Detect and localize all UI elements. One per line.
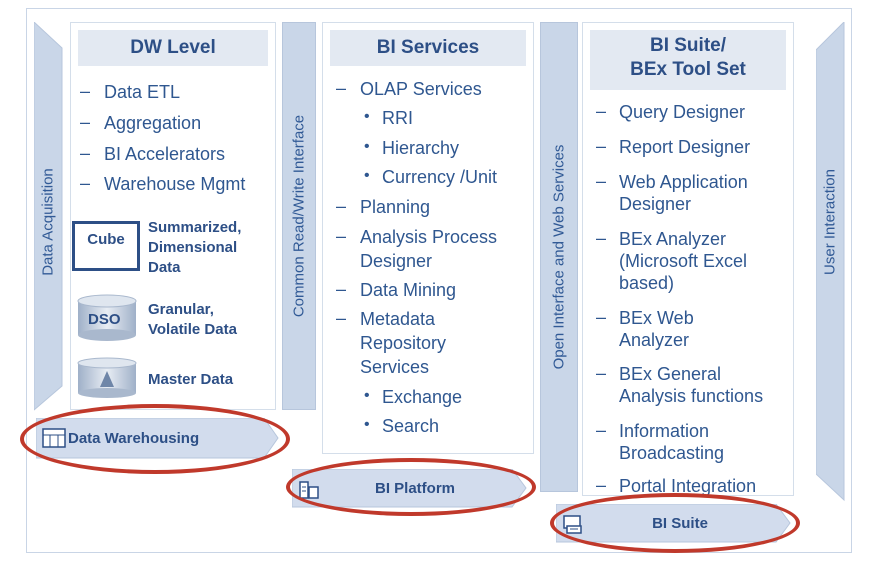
dso-cylinder-icon <box>77 294 137 341</box>
dash-icon: – <box>80 81 91 101</box>
suite-item-portal: Portal Integration <box>619 476 757 496</box>
cube-icon: Cube <box>72 221 140 271</box>
data-acquisition-label: Data Acquisition <box>39 168 57 276</box>
suite-item-general-2: Analysis functions <box>619 386 764 406</box>
bullet-icon: • <box>364 138 370 155</box>
bi-suite-panel <box>582 22 794 496</box>
bi-item-meta-2: Repository <box>360 333 447 353</box>
bullet-icon: • <box>364 108 370 125</box>
dash-icon: – <box>596 136 607 156</box>
user-interaction-label: User Interaction <box>821 169 839 275</box>
bi-item-currency: Currency /Unit <box>382 167 498 187</box>
bi-suite-title-2: BEx Tool Set <box>630 59 746 80</box>
user-interaction-arrow <box>816 22 845 502</box>
bi-item-apd-1: Analysis Process <box>360 227 498 247</box>
cube-text-1: Summarized, <box>148 219 242 236</box>
dash-icon: – <box>596 475 607 495</box>
dash-icon: – <box>336 78 347 98</box>
suite-item-general-1: BEx General <box>619 364 722 384</box>
bi-suite-title-1: BI Suite/ <box>649 35 726 56</box>
suite-item-web-app-2: Designer <box>619 194 692 214</box>
suite-item-broadcasting-2: Broadcasting <box>619 443 725 463</box>
suite-item-report: Report Designer <box>619 137 751 157</box>
dash-icon: – <box>596 307 607 327</box>
dash-icon: – <box>596 171 607 191</box>
dash-icon: – <box>596 101 607 121</box>
suite-item-analyzer-3: based) <box>619 273 675 293</box>
bi-item-mining: Data Mining <box>360 280 457 300</box>
suite-item-web-app-1: Web Application <box>619 172 748 192</box>
suite-item-analyzer-1: BEx Analyzer <box>619 229 727 249</box>
bi-item-olap: OLAP Services <box>360 79 482 99</box>
dw-item-etl: Data ETL <box>104 82 181 102</box>
suite-item-query: Query Designer <box>619 102 746 122</box>
bi-suite-title: BI Suite/ BEx Tool Set <box>590 30 786 90</box>
bi-item-rri: RRI <box>382 108 413 128</box>
bi-item-meta-1: Metadata <box>360 309 436 329</box>
cube-label: Cube <box>87 231 125 248</box>
bullet-icon: • <box>364 387 370 404</box>
dw-item-warehouse-mgmt: Warehouse Mgmt <box>104 174 246 194</box>
cube-text-2: Dimensional <box>148 239 238 256</box>
bi-platform-highlight <box>286 458 536 516</box>
bi-services-panel <box>322 22 534 454</box>
master-data-text: Master Data <box>148 371 234 388</box>
common-interface-bar: Common Read/Write Interface <box>282 22 316 410</box>
dash-icon: – <box>336 308 347 328</box>
bi-services-title: BI Services <box>330 30 526 66</box>
dash-icon: – <box>596 363 607 383</box>
suite-item-broadcasting-1: Information <box>619 421 710 441</box>
diagram-frame <box>26 8 852 553</box>
data-warehousing-highlight <box>20 404 290 474</box>
suite-item-web-analyzer-2: Analyzer <box>619 330 690 350</box>
bi-suite-highlight <box>550 493 800 553</box>
dw-level-panel <box>70 22 276 410</box>
dash-icon: – <box>336 279 347 299</box>
dash-icon: – <box>596 420 607 440</box>
master-data-icon <box>77 357 137 398</box>
dw-item-accelerators: BI Accelerators <box>104 144 226 164</box>
open-interface-bar: Open Interface and Web Services <box>540 22 578 492</box>
dash-icon: – <box>336 196 347 216</box>
bi-item-apd-2: Designer <box>360 251 433 271</box>
bi-item-hierarchy: Hierarchy <box>382 138 460 158</box>
data-acquisition-arrow <box>34 22 63 411</box>
bi-item-search: Search <box>382 416 440 436</box>
dash-icon: – <box>80 143 91 163</box>
suite-item-web-analyzer-1: BEx Web <box>619 308 694 328</box>
bi-item-meta-3: Services <box>360 357 430 377</box>
dso-text-2: Volatile Data <box>148 321 237 338</box>
dash-icon: – <box>596 228 607 248</box>
dash-icon: – <box>80 112 91 132</box>
bi-item-exchange: Exchange <box>382 387 463 407</box>
suite-item-analyzer-2: (Microsoft Excel <box>619 251 748 271</box>
bi-item-planning: Planning <box>360 197 431 217</box>
dw-level-title: DW Level <box>78 30 268 66</box>
common-interface-label: Common Read/Write Interface <box>290 114 308 318</box>
cube-text-3: Data <box>148 259 181 276</box>
dash-icon: – <box>336 226 347 246</box>
dso-text-1: Granular, <box>148 301 214 318</box>
open-interface-label: Open Interface and Web Services <box>550 144 568 370</box>
dw-item-aggregation: Aggregation <box>104 113 202 133</box>
bullet-icon: • <box>364 167 370 184</box>
dso-label: DSO <box>88 311 121 328</box>
bullet-icon: • <box>364 416 370 433</box>
dash-icon: – <box>80 173 91 193</box>
